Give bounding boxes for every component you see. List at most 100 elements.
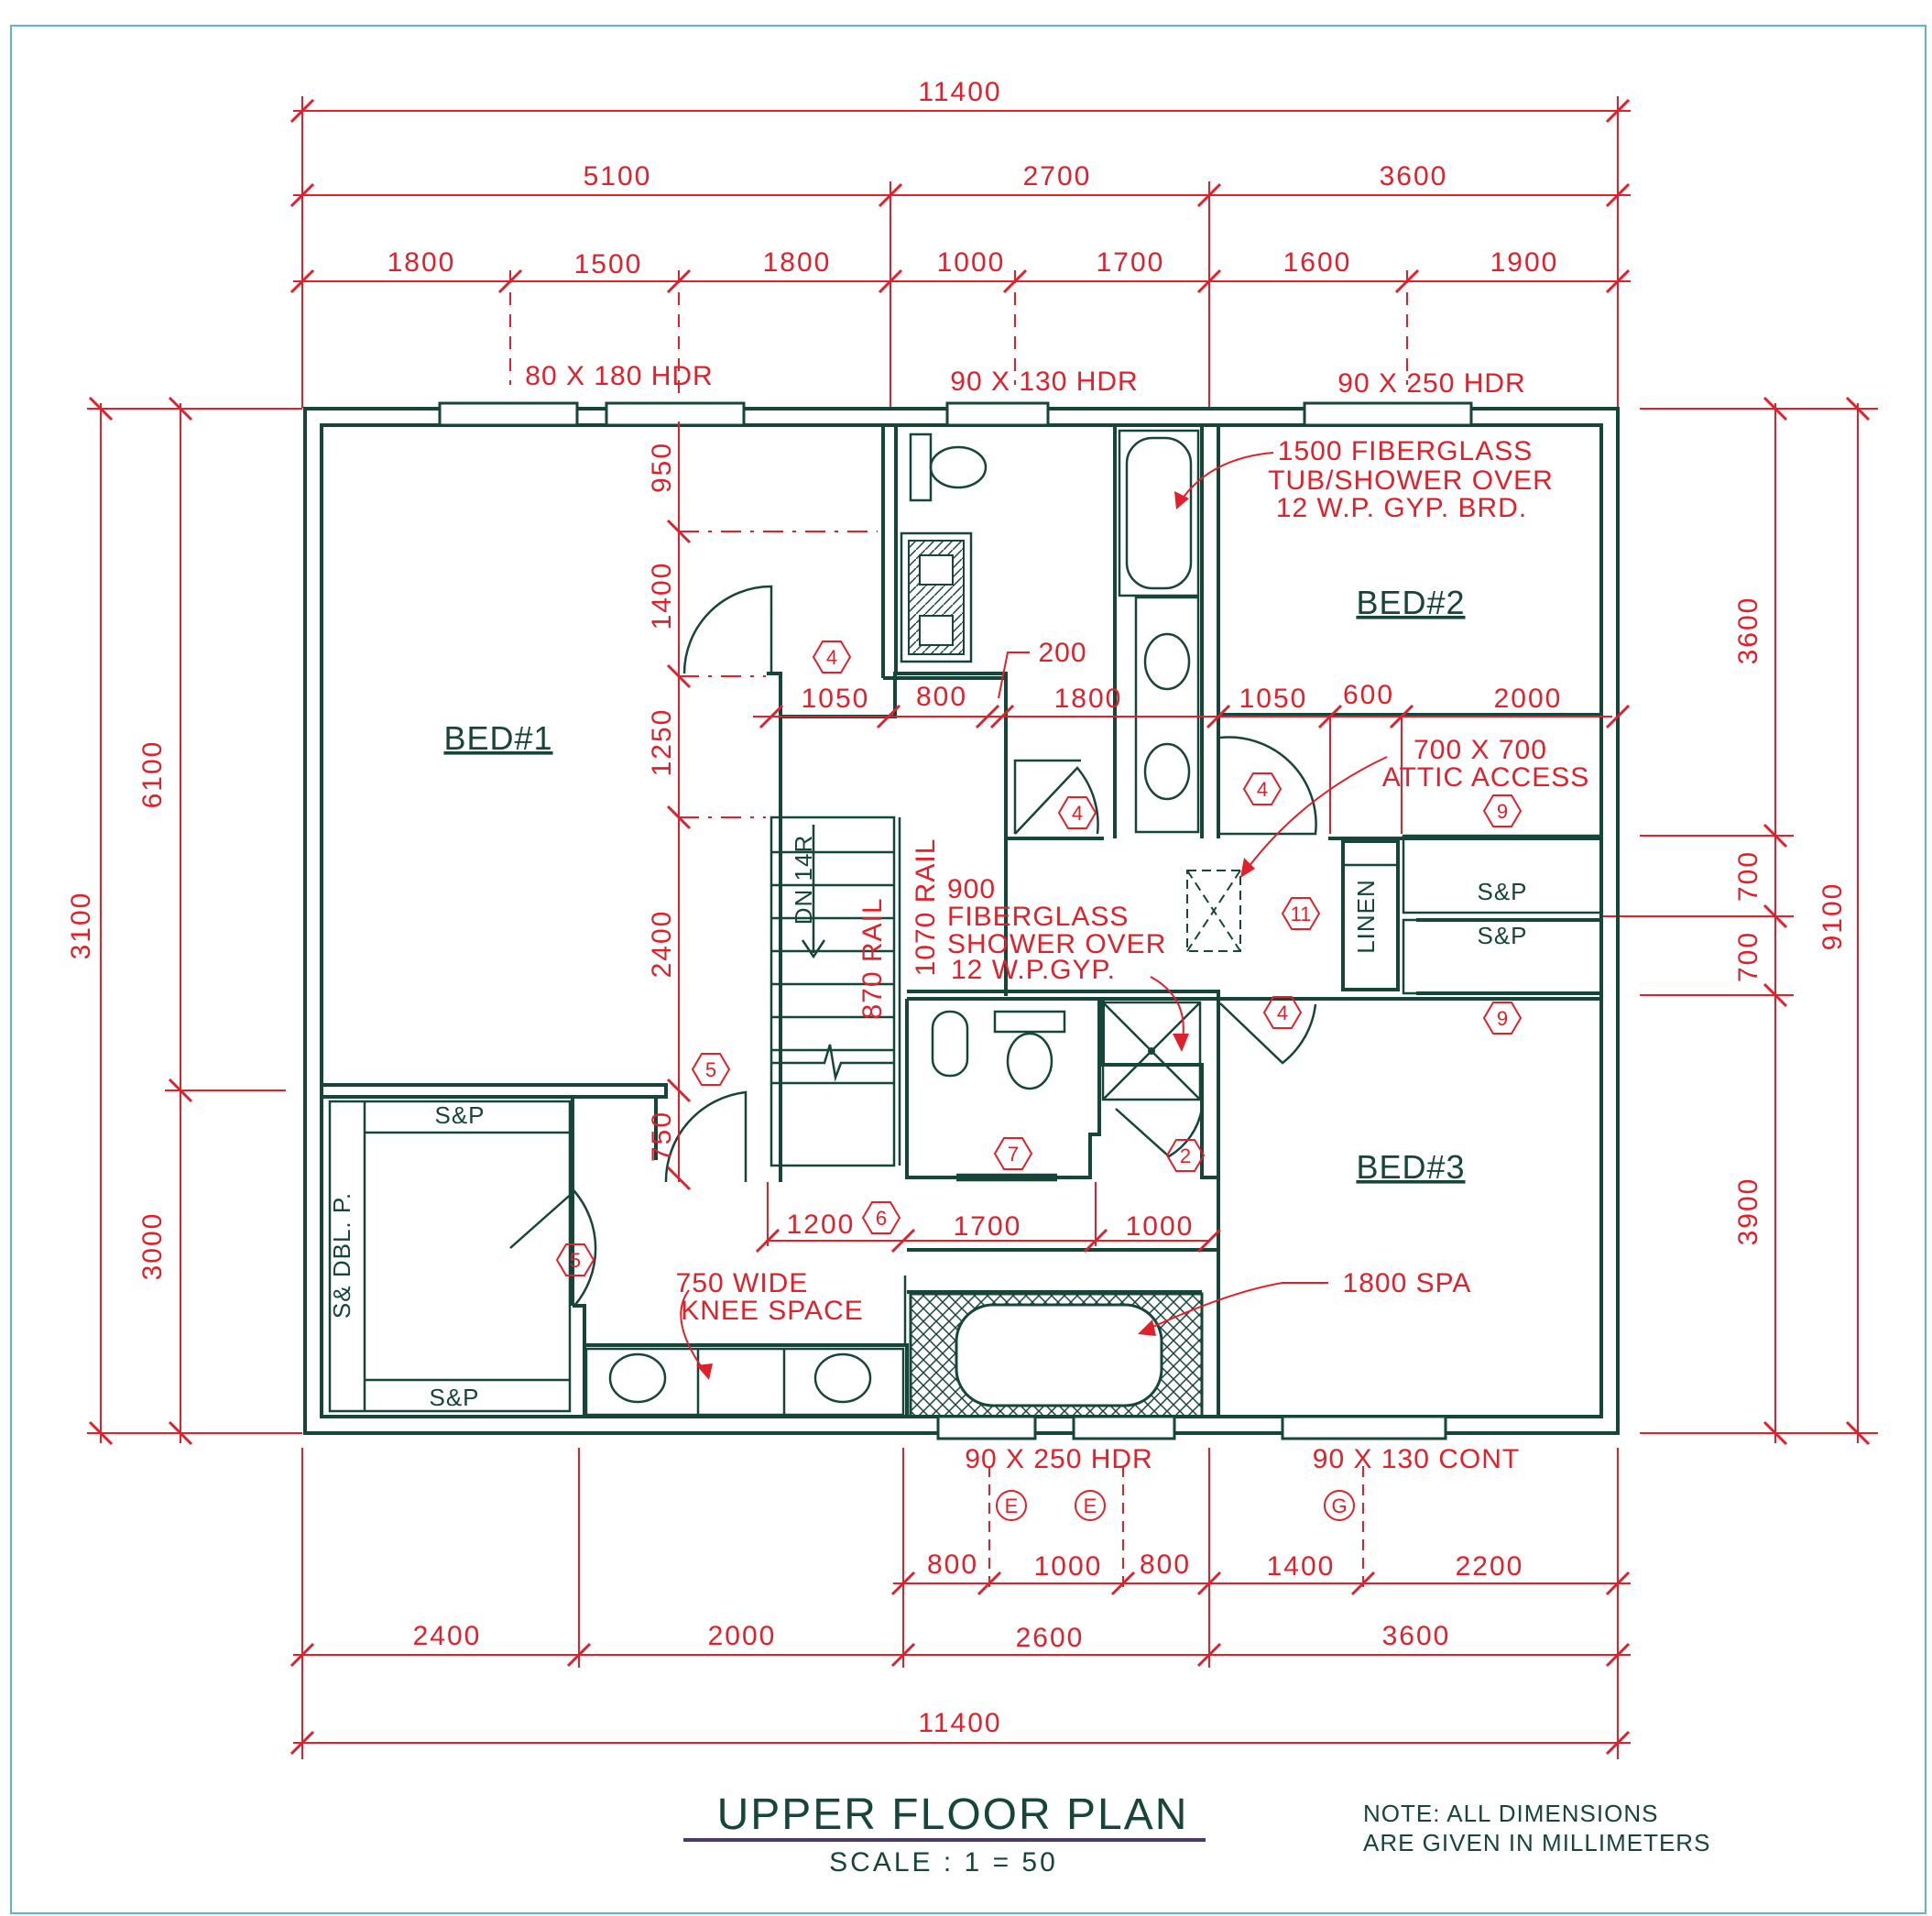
central-toilet-tank: [993, 1010, 1066, 1034]
door-swing-7: [1115, 1108, 1204, 1158]
room-bed3: BED#3: [1356, 1148, 1465, 1186]
door-tag-7: 7: [1008, 1143, 1019, 1166]
shelf-top: S&P: [434, 1101, 485, 1129]
window-bottom-2: [1072, 1415, 1176, 1440]
bottom-dimensions: 800 1000 800 1400 2200 2400 2000 2600 36…: [289, 1444, 1631, 1759]
dim-left-outer: 3100: [66, 892, 96, 960]
upper-toilet-tank: [909, 432, 933, 502]
building-walls: [303, 401, 1620, 1440]
dim-left-inner-1: 6100: [137, 740, 168, 809]
door-tag-9b: 9: [1497, 1007, 1508, 1030]
door-tag-9a: 9: [1497, 800, 1508, 823]
door-swing-5: [664, 1090, 748, 1183]
door-tag-5a: 5: [705, 1058, 716, 1081]
dim-top-mid-1: 5100: [584, 161, 652, 192]
dim-bottom-detail-1: 800: [927, 1549, 978, 1580]
door-tags: 4 4 4 4 11 9 9 5 5 6 7 2: [555, 640, 1523, 1276]
stairs: [770, 816, 901, 1167]
dim-right-inner-4: 3900: [1733, 1177, 1763, 1246]
note-line-2: ARE GIVEN IN MILLIMETERS: [1363, 1829, 1710, 1856]
rail-870: 870 RAIL: [857, 897, 888, 1019]
dim-hall-5: 600: [1343, 680, 1394, 710]
central-sink: [931, 1010, 969, 1078]
dim-top-detail-7: 1900: [1490, 247, 1559, 278]
room-bed2: BED#2: [1356, 584, 1465, 621]
window-top-3: [945, 401, 1050, 427]
tub-shower: [1118, 429, 1200, 597]
door-swing-4: [1219, 1002, 1317, 1065]
dim-bottom-mid-1: 2400: [413, 1621, 482, 1651]
dim-bottom-detail-3: 800: [1140, 1549, 1191, 1580]
header-top-2: 90 X 130 HDR: [950, 367, 1138, 397]
dim-bottom-mid-2: 2000: [708, 1621, 777, 1651]
dim-top-detail-2: 1500: [574, 249, 643, 279]
door-tag-6: 6: [876, 1207, 887, 1230]
window-tag-e1: [996, 1490, 1027, 1521]
dim-hall-2: 800: [916, 682, 967, 712]
dim-top-mid-3: 3600: [1380, 161, 1448, 192]
spa-note: 1800 SPA: [1343, 1268, 1472, 1298]
window-top-4: [1303, 401, 1473, 427]
note-line-1: NOTE: ALL DIMENSIONS: [1363, 1800, 1658, 1827]
header-bottom-2: 90 X 130 CONT: [1313, 1444, 1520, 1474]
dim-hall-4: 1050: [1239, 684, 1308, 714]
door-tag-11: 11: [1291, 903, 1312, 925]
annotations: 1500 FIBERGLASS TUB/SHOWER OVER 12 W.P. …: [676, 436, 1589, 1380]
attic-note-2: ATTIC ACCESS: [1382, 762, 1589, 793]
drawing-scale: SCALE : 1 = 50: [829, 1847, 1058, 1878]
room-linen: LINEN: [1352, 879, 1380, 954]
header-top-1: 80 X 180 HDR: [525, 361, 713, 391]
central-toilet: [1006, 1032, 1053, 1090]
interior-dimensions: 950 1400 1250 2400 750 1050 800 1800 105…: [647, 422, 1631, 1254]
dim-right-inner-3: 700: [1733, 931, 1763, 982]
dim-hall-3: 1800: [1054, 684, 1123, 714]
header-bottom-1: 90 X 250 HDR: [965, 1444, 1152, 1474]
dim-top-detail-5: 1700: [1097, 247, 1165, 278]
door-swing-1: [682, 585, 773, 674]
dim-left-inner-2: 3000: [137, 1212, 168, 1281]
shower-note-4: 12 W.P.GYP.: [951, 955, 1116, 985]
upper-toilet: [929, 445, 988, 489]
dim-bottom-overall: 11400: [918, 1708, 1001, 1738]
shelf-bottom: S&P: [429, 1384, 479, 1411]
dim-bath-1: 1200: [787, 1210, 856, 1240]
window-top-1: [438, 401, 579, 427]
dim-int-750: 750: [647, 1111, 677, 1162]
shelf-bed2: S&P: [1477, 878, 1527, 905]
title-block: UPPER FLOOR PLAN SCALE : 1 = 50 NOTE: AL…: [683, 1790, 1710, 1878]
drawing-title: UPPER FLOOR PLAN: [717, 1790, 1189, 1839]
door-tag-4a: 4: [826, 646, 837, 669]
top-dimensions: 11400 5100 2700 3600 1800 1500 1800 1000…: [289, 77, 1631, 586]
dim-bottom-detail-2: 1000: [1034, 1551, 1103, 1582]
dim-top-mid-2: 2700: [1023, 161, 1092, 192]
door-tag-4b: 4: [1072, 802, 1083, 825]
dim-bath-3: 1000: [1126, 1211, 1195, 1242]
fixtures: [328, 429, 1603, 1417]
dim-bottom-mid-3: 2600: [1016, 1623, 1085, 1653]
dim-int-1250: 1250: [647, 708, 677, 777]
rail-1070: 1070 RAIL: [911, 838, 941, 977]
door-tag-4d: 4: [1277, 1002, 1288, 1024]
left-dimensions: 3100 6100 3000: [66, 396, 302, 1446]
door-swing-2: [1014, 766, 1099, 835]
window-top-2: [605, 401, 746, 427]
vent-chase: [900, 531, 973, 663]
attic-access: [1186, 870, 1241, 952]
attic-note-1: 700 X 700: [1414, 735, 1547, 765]
window-tag-g: [1324, 1490, 1355, 1521]
svg-text:E: E: [1005, 1494, 1019, 1517]
door-tag-4c: 4: [1257, 778, 1268, 801]
sheet-border: [10, 25, 1927, 1914]
right-dimensions: 3600 700 700 3900 9100: [1603, 396, 1878, 1446]
dim-top-detail-3: 1800: [763, 247, 832, 278]
dim-int-950: 950: [647, 442, 677, 493]
dim-hall-6: 2000: [1494, 684, 1563, 714]
lower-vanity: [584, 1347, 905, 1417]
dim-bottom-mid-4: 3600: [1382, 1621, 1451, 1651]
svg-text:E: E: [1084, 1494, 1097, 1517]
dim-int-1400: 1400: [647, 562, 677, 630]
shower-stall: [1101, 1001, 1202, 1101]
dim-bottom-detail-5: 2200: [1456, 1551, 1524, 1582]
knee-note-2: KNEE SPACE: [681, 1296, 864, 1326]
shower-note-2: FIBERGLASS: [947, 902, 1129, 932]
